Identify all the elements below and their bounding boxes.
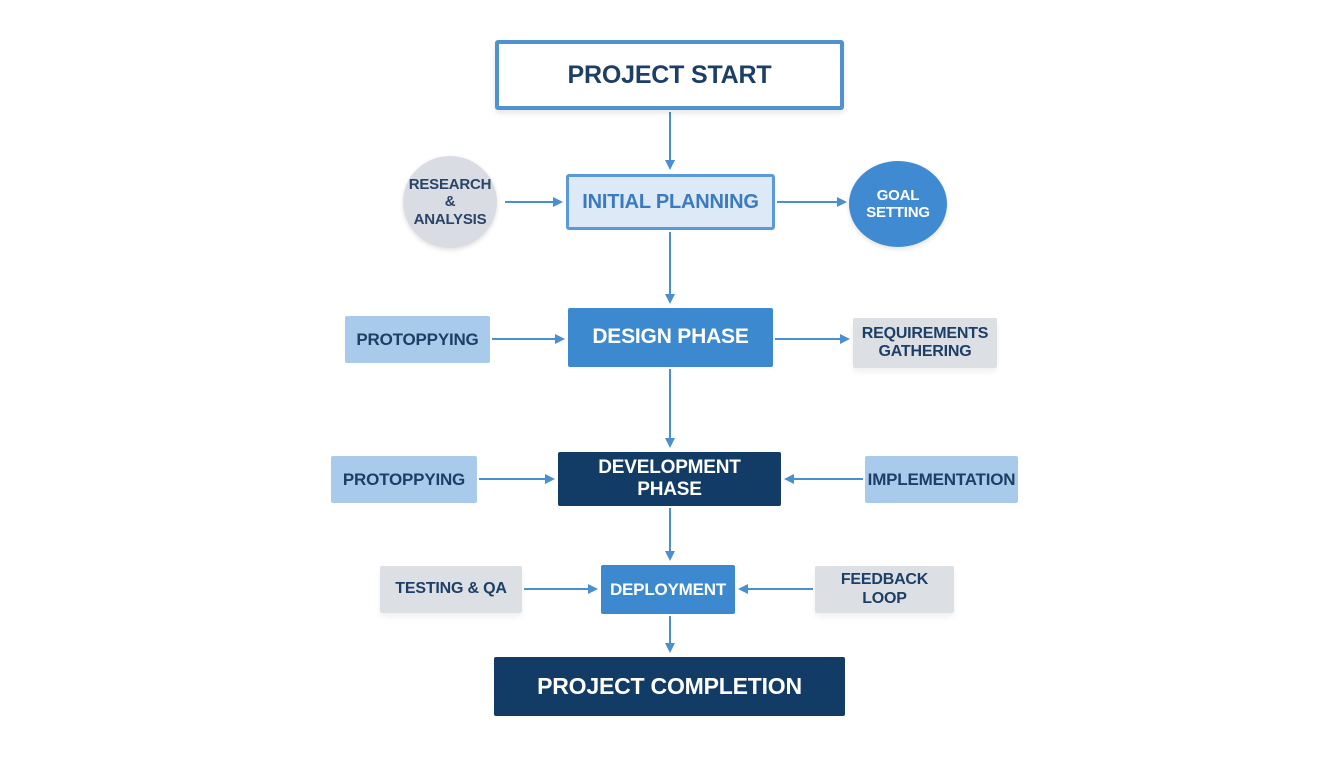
prototyping-development-node: PROTOPPYING	[331, 456, 477, 503]
initial-planning-label: INITIAL PLANNING	[582, 190, 759, 213]
design-phase-node: DESIGN PHASE	[568, 308, 773, 367]
goal-setting-label-line2: SETTING	[866, 204, 930, 221]
research-analysis-label-line1: RESEARCH	[408, 176, 492, 194]
research-analysis-node: RESEARCH & ANALYSIS	[403, 156, 497, 248]
deployment-label: DEPLOYMENT	[609, 579, 727, 599]
development-phase-node: DEVELOPMENT PHASE	[558, 452, 781, 506]
feedback-loop-node: FEEDBACK LOOP	[815, 566, 954, 613]
goal-setting-label-line1: GOAL	[876, 186, 920, 204]
feedback-loop-label: FEEDBACK LOOP	[840, 571, 929, 607]
requirements-gathering-label-line2: GATHERING	[878, 343, 972, 360]
requirements-gathering-label-line1: REQUIREMENTS	[861, 324, 989, 342]
goal-setting-node: GOAL SETTING	[849, 161, 947, 247]
development-phase-label: DEVELOPMENT PHASE	[598, 457, 741, 500]
implementation-node: IMPLEMENTATION	[865, 456, 1018, 503]
project-completion-node: PROJECT COMPLETION	[494, 657, 845, 716]
project-completion-label: PROJECT COMPLETION	[537, 673, 802, 700]
project-start-label: PROJECT START	[567, 60, 772, 89]
requirements-gathering-node: REQUIREMENTS GATHERING	[853, 318, 997, 368]
prototyping-design-label: PROTOPPYING	[356, 329, 479, 349]
project-start-node: PROJECT START	[495, 40, 844, 110]
prototyping-design-node: PROTOPPYING	[345, 316, 490, 363]
implementation-label: IMPLEMENTATION	[867, 469, 1016, 489]
research-analysis-label-line2: & ANALYSIS	[413, 193, 487, 228]
deployment-node: DEPLOYMENT	[601, 565, 735, 614]
testing-qa-label: TESTING & QA	[395, 580, 507, 598]
testing-qa-node: TESTING & QA	[380, 566, 522, 613]
prototyping-development-label: PROTOPPYING	[342, 469, 466, 489]
design-phase-label: DESIGN PHASE	[592, 325, 749, 349]
initial-planning-node: INITIAL PLANNING	[566, 174, 775, 230]
